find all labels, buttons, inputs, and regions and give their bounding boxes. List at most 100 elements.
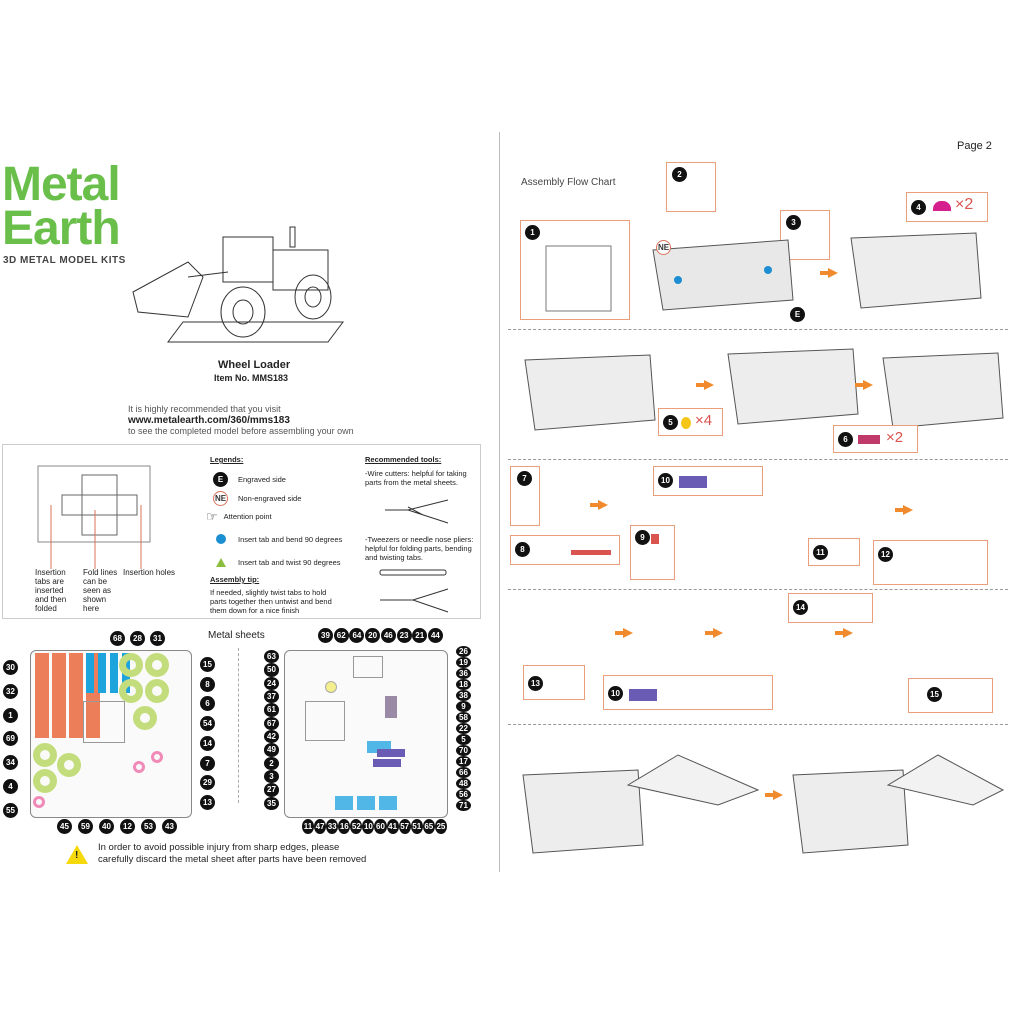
engraved-icon: E [213, 472, 228, 487]
flow-row-3: 7 10 8 9 11 12 [508, 460, 1008, 590]
part-number-label: 5 [663, 415, 678, 430]
part-number-label: 54 [200, 716, 215, 732]
text: In order to avoid possible injury from s… [98, 842, 367, 865]
arrow-icon [855, 380, 873, 390]
part-number-label: 4 [3, 779, 18, 795]
flow-row-2: 5 ×4 6×2 [508, 330, 1008, 460]
fold-note: Fold lines can be seen as shown here [83, 568, 118, 613]
part-number-label: 16 [338, 819, 351, 834]
step-11: 11 [808, 538, 860, 566]
text: ×4 [695, 412, 713, 429]
text: Non-engraved side [238, 494, 302, 503]
part-number-label: 12 [878, 547, 893, 562]
arrow-icon [820, 268, 838, 278]
part-number-label: 29 [200, 775, 215, 791]
part-number-label: 62 [333, 628, 349, 643]
page-number: Page 2 [957, 140, 992, 152]
part-number-label: 47 [314, 819, 327, 834]
part-number-label: 64 [349, 628, 365, 643]
arrow-icon [705, 628, 723, 638]
text: Attention point [223, 512, 272, 521]
part-number-label: 15 [200, 657, 215, 672]
bucket-step5 [524, 354, 656, 431]
part-number-label: 12 [120, 819, 135, 834]
ne-marker: NE [656, 240, 671, 255]
part-number-label: 46 [380, 628, 396, 643]
part-number-label: 51 [410, 819, 423, 834]
step-9: 9 [630, 525, 675, 580]
flow-row-4: 13 10 14 15 [508, 590, 1008, 725]
step-13: 13 [523, 665, 585, 700]
arrow-icon [895, 505, 913, 515]
step-6: 6×2 [833, 425, 918, 453]
brand-tagline: 3D METAL MODEL KITS [3, 255, 126, 266]
bucket-step6 [727, 348, 859, 425]
warning-icon: ! [66, 844, 88, 864]
metal-sheet-1 [30, 650, 192, 818]
text: Insert tab and bend 90 degrees [238, 534, 343, 544]
rec-line3: to see the completed model before assemb… [128, 426, 354, 436]
part-number-label: 52 [350, 819, 363, 834]
metal-sheet-2 [284, 650, 448, 818]
part-number-label: 53 [141, 819, 156, 834]
part-number-label: 36 [456, 668, 471, 679]
part-number-label: 38 [456, 690, 471, 701]
part-number-label: 61 [264, 703, 279, 717]
item-number: Item No. MMS183 [214, 373, 289, 383]
part-number-label: 11 [302, 819, 315, 834]
part-number-label: 10 [658, 473, 673, 488]
legends-title: Legends: [210, 455, 244, 464]
step-10a: 10 [653, 466, 763, 496]
part-number-label: 6 [200, 696, 215, 712]
part-number-label: 14 [200, 735, 215, 751]
bucket-result [850, 232, 982, 309]
flow-chart-title: Assembly Flow Chart [521, 177, 616, 188]
part-number-label: 65 [422, 819, 435, 834]
part-number-label: 49 [264, 743, 279, 757]
e-marker: E [790, 307, 805, 322]
holes-note: Insertion holes [123, 568, 176, 577]
step-10b: 10 [603, 675, 773, 710]
part-number-label: 10 [608, 686, 623, 701]
part-number-label: 30 [3, 660, 18, 675]
part-number-label: 2 [672, 167, 687, 182]
part-number-label: 4 [911, 200, 926, 215]
arrow-icon [590, 500, 608, 510]
part-number-label: 20 [365, 628, 381, 643]
tools-title: Recommended tools: [365, 455, 442, 464]
part-number-label: 68 [110, 631, 125, 646]
part-number-label: 66 [456, 767, 471, 778]
part-number-label: 2 [264, 756, 279, 770]
part-number-label: 14 [793, 600, 808, 615]
bucket-step6-result [882, 352, 1004, 429]
part-number-label: 6 [838, 432, 853, 447]
part-number-label: 1 [3, 707, 18, 723]
model-url[interactable]: www.metalearth.com/360/mms183 [128, 415, 290, 426]
orange-parts [35, 653, 100, 738]
part-number-label: 3 [264, 769, 279, 784]
step-1: 1 [520, 220, 630, 320]
bucket-assembly [652, 239, 794, 311]
part-number-label: 56 [456, 789, 471, 800]
part-number-label: 50 [264, 663, 279, 677]
part-number-label: 5 [456, 734, 471, 745]
part-number-label: 41 [386, 819, 399, 834]
part-number-label: 42 [264, 729, 279, 744]
part-number-label: 55 [3, 802, 18, 818]
legend-attention: ☞Attention point [206, 510, 272, 523]
tool-wire-cutters: -Wire cutters: helpful for taking parts … [365, 469, 467, 487]
part-number-label: 9 [456, 701, 471, 712]
tabs-note: Insertion tabs are inserted and then fol… [35, 568, 67, 613]
part-number-label: 45 [57, 819, 72, 834]
part-number-label: 43 [162, 819, 177, 834]
